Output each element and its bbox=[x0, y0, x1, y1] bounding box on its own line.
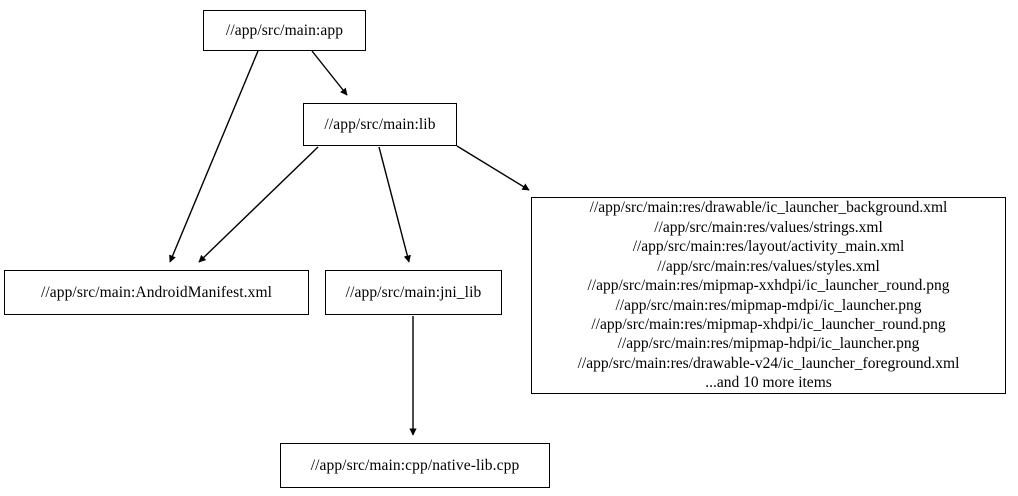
graph-node-resources-line: //app/src/main:res/mipmap-hdpi/ic_launch… bbox=[617, 335, 920, 353]
graph-node-resources-line: //app/src/main:res/values/styles.xml bbox=[657, 257, 880, 275]
graph-node-resources-group[interactable]: //app/src/main:res/drawable/ic_launcher_… bbox=[531, 197, 1006, 394]
graph-node-app[interactable]: //app/src/main:app bbox=[203, 10, 366, 51]
graph-node-resources-line: //app/src/main:res/drawable/ic_launcher_… bbox=[589, 199, 948, 217]
graph-node-android-manifest[interactable]: //app/src/main:AndroidManifest.xml bbox=[4, 270, 309, 315]
graph-node-resources-line: //app/src/main:res/values/strings.xml bbox=[654, 218, 883, 236]
graph-node-resources-line: //app/src/main:res/mipmap-mdpi/ic_launch… bbox=[615, 296, 922, 314]
graph-node-resources-line: //app/src/main:res/mipmap-xhdpi/ic_launc… bbox=[591, 315, 946, 333]
graph-node-native-lib-cpp[interactable]: //app/src/main:cpp/native-lib.cpp bbox=[280, 443, 550, 488]
edge-app-to-lib bbox=[311, 50, 348, 96]
graph-node-resources-line: ...and 10 more items bbox=[705, 374, 832, 392]
graph-node-app-label: //app/src/main:app bbox=[225, 21, 344, 39]
graph-node-lib-label: //app/src/main:lib bbox=[324, 115, 436, 133]
graph-node-native-lib-cpp-label: //app/src/main:cpp/native-lib.cpp bbox=[310, 456, 520, 474]
graph-node-jni-lib[interactable]: //app/src/main:jni_lib bbox=[325, 270, 502, 315]
graph-node-jni-lib-label: //app/src/main:jni_lib bbox=[345, 283, 482, 301]
edge-lib-to-jni-lib bbox=[378, 146, 411, 263]
edge-app-to-manifest bbox=[169, 50, 259, 263]
graph-node-android-manifest-label: //app/src/main:AndroidManifest.xml bbox=[40, 283, 273, 301]
graph-node-resources-line: //app/src/main:res/layout/activity_main.… bbox=[632, 238, 905, 256]
graph-node-resources-line: //app/src/main:res/drawable-v24/ic_launc… bbox=[577, 354, 960, 372]
edge-lib-to-manifest bbox=[198, 146, 319, 263]
edge-lib-to-resources bbox=[456, 145, 530, 191]
graph-node-resources-line: //app/src/main:res/mipmap-xxhdpi/ic_laun… bbox=[587, 277, 950, 295]
graph-node-resources-group-label: //app/src/main:res/drawable/ic_launcher_… bbox=[578, 198, 960, 392]
graph-node-lib[interactable]: //app/src/main:lib bbox=[303, 103, 457, 146]
